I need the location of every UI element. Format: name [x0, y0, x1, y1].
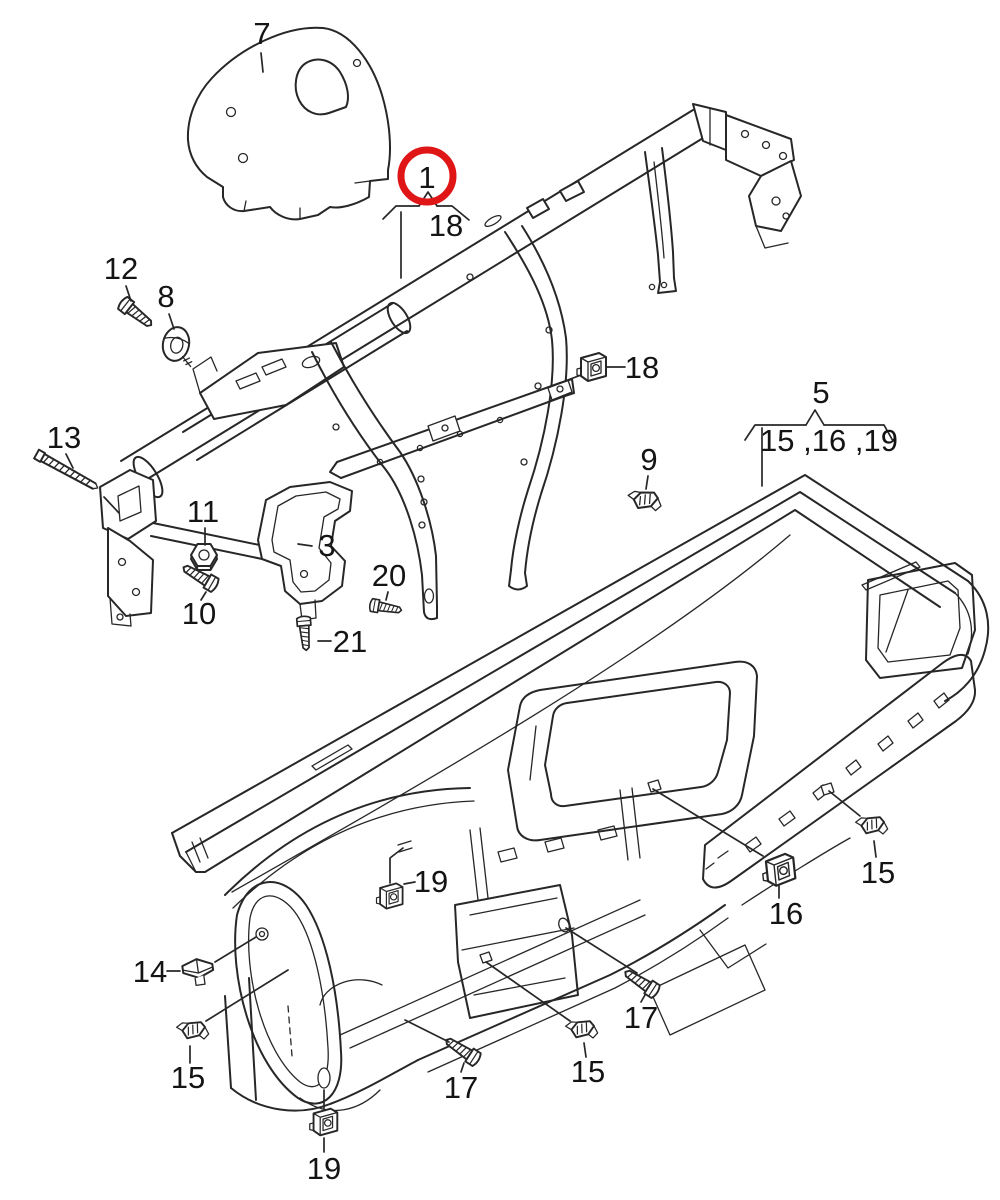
- beam-upper-mount-plate: [192, 342, 345, 420]
- crossmember-beam-assembly: [99, 103, 802, 627]
- part-label-15a: 15: [171, 1060, 205, 1095]
- part-label-14: 14: [133, 954, 167, 989]
- bolt-20-icon: [367, 597, 404, 618]
- beam-leg-center: [504, 225, 573, 591]
- part-label-18a: 18: [429, 208, 463, 243]
- part-label-10: 10: [182, 596, 216, 631]
- clip-14-icon: [180, 956, 216, 988]
- clip-15-left-icon: [175, 1016, 211, 1046]
- beam-lower-crossbar: [329, 378, 575, 479]
- beam-leg-right: [644, 147, 677, 294]
- part-labels-layer: 7 12 8 1 18 13 11 3 20 10 21 18 9 5 15 ,16 ,19 14 15 19 19…: [47, 16, 898, 1186]
- beam-leg-left: [311, 341, 438, 621]
- nut-11-icon: [190, 543, 218, 571]
- grommet-8-icon: [158, 323, 200, 368]
- part-label-8: 8: [157, 279, 174, 314]
- part-label-17a: 17: [444, 1070, 478, 1105]
- part-label-5: 5: [812, 375, 829, 410]
- screw-12-icon: [115, 294, 157, 333]
- part-label-grp: 15 ,16 ,19: [760, 423, 898, 458]
- part-label-1: 1: [418, 160, 435, 195]
- part-label-19b: 19: [414, 864, 448, 899]
- part-label-13: 13: [47, 420, 81, 455]
- bracket-part3: [257, 481, 353, 621]
- fasteners: [33, 294, 890, 1137]
- part-label-20: 20: [372, 558, 406, 593]
- clip-19-left-icon: [308, 1107, 339, 1137]
- part-label-15b: 15: [571, 1054, 605, 1089]
- highlight-circle-part-1: [397, 146, 457, 206]
- screw-17-mid-icon: [441, 1032, 484, 1068]
- part-label-15c: 15: [861, 855, 895, 890]
- part-label-19a: 19: [307, 1151, 341, 1186]
- part-label-17b: 17: [624, 1000, 658, 1035]
- part-label-21: 21: [333, 624, 367, 659]
- stud-13-icon: [33, 448, 99, 490]
- part-label-16: 16: [769, 896, 803, 931]
- clip-18-icon: [576, 352, 607, 382]
- part-label-18b: 18: [625, 350, 659, 385]
- part-label-12: 12: [104, 251, 138, 286]
- part-label-7: 7: [253, 16, 270, 51]
- instrument-panel-body: [171, 474, 990, 1112]
- screw-17-right-icon: [620, 964, 663, 1000]
- clip-19-mid-icon: [375, 882, 404, 910]
- clip-9-icon: [626, 487, 663, 516]
- clip-16-icon: [759, 851, 798, 889]
- part-label-9: 9: [640, 442, 657, 477]
- part-label-3: 3: [318, 528, 335, 563]
- part-label-11: 11: [187, 494, 219, 529]
- insulation-panel-part7: [186, 26, 391, 221]
- screw-21-icon: [295, 614, 314, 652]
